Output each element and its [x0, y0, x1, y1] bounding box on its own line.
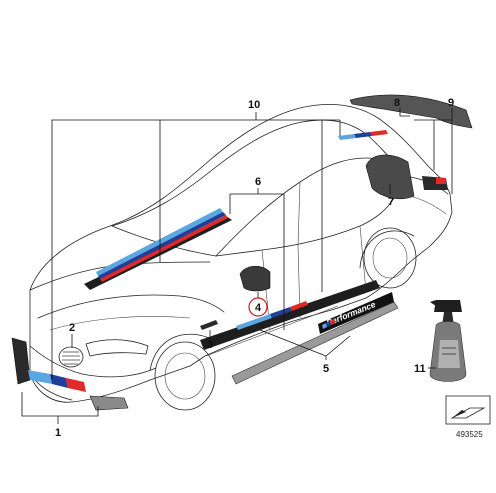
callout-5: 5 [323, 363, 329, 375]
callout-3: 3 [207, 339, 213, 351]
spray-bottle-part [429, 300, 467, 382]
kidney-grille-part [58, 346, 84, 368]
callout-9: 9 [448, 97, 454, 109]
callout-11: 11 [414, 363, 426, 375]
callout-8: 8 [394, 97, 400, 109]
car-outline [29, 104, 453, 411]
side-stripe-decal-part [200, 280, 380, 350]
callout-2: 2 [69, 322, 75, 334]
callout-7: 7 [388, 196, 394, 208]
hood-roof-stripe-part [84, 130, 388, 290]
side-skirt-part [231, 301, 399, 385]
callout-4: 4 [255, 302, 262, 314]
side-gill-badge-part [200, 320, 218, 330]
reference-box: 493525 [445, 395, 491, 439]
mirror-cap-part [239, 265, 271, 292]
rear-trim-part [365, 154, 448, 200]
leader-lines [21, 108, 453, 424]
callout-1: 1 [55, 427, 61, 439]
front-splitter-part [11, 337, 129, 411]
reference-number: 493525 [456, 430, 483, 439]
callout-10: 10 [248, 99, 260, 111]
highlight-circle [248, 297, 268, 317]
callout-6: 6 [255, 176, 261, 188]
